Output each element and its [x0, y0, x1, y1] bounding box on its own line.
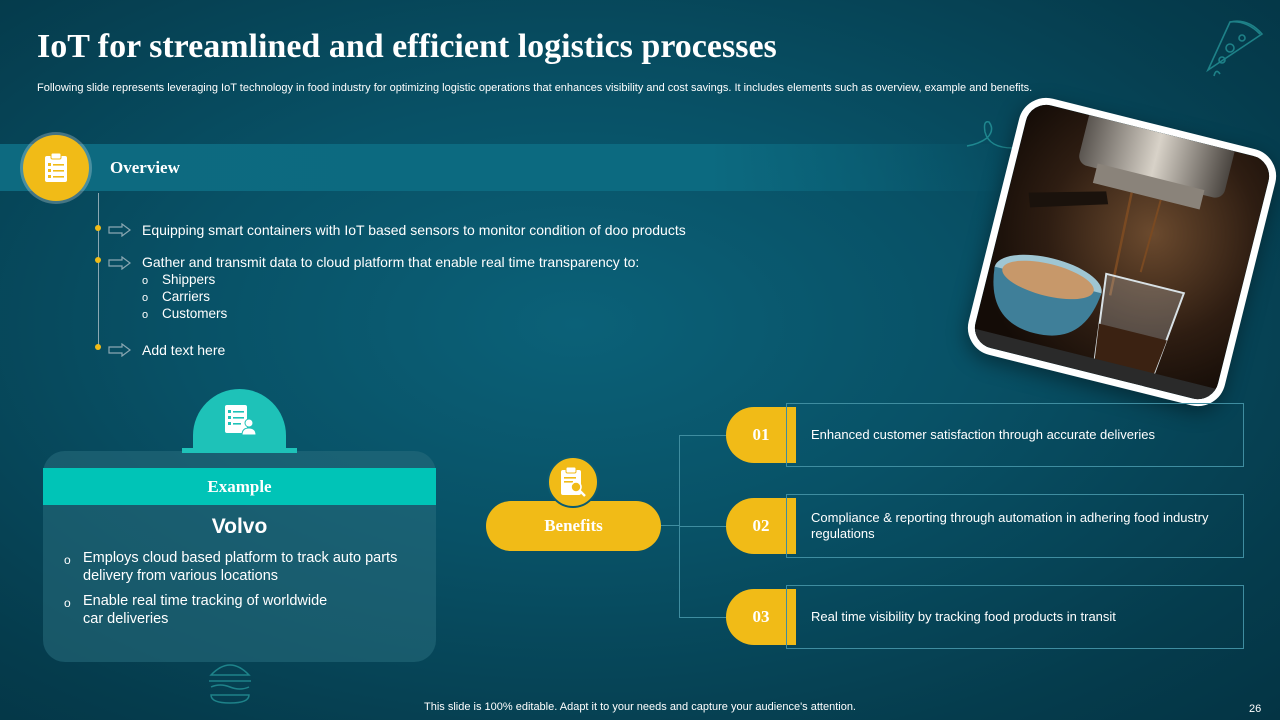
footer-note: This slide is 100% editable. Adapt it to… — [424, 701, 856, 713]
pizza-slice-icon — [1206, 20, 1264, 77]
document-user-icon — [225, 405, 257, 436]
benefits-heading: Benefits — [486, 501, 661, 551]
overview-band — [0, 144, 1010, 191]
benefit-number: 03 — [726, 589, 796, 645]
example-company-name: Volvo — [211, 515, 268, 538]
benefit-item: Real time visibility by tracking food pr… — [786, 585, 1244, 649]
arrow-right-icon — [108, 223, 131, 237]
example-bullet: o — [64, 596, 71, 610]
overview-item: Equipping smart containers with IoT base… — [142, 222, 686, 238]
overview-badge — [23, 135, 89, 201]
example-heading: Example — [43, 468, 436, 505]
example-dome-base — [182, 448, 297, 453]
page-number: 26 — [1249, 703, 1262, 715]
slide-title: IoT for streamlined and efficient logist… — [37, 28, 777, 65]
slide-subtitle: Following slide represents leveraging Io… — [37, 82, 1033, 94]
arrow-right-icon — [108, 256, 131, 270]
benefit-number: 02 — [726, 498, 796, 554]
overview-timeline — [98, 193, 99, 349]
benefit-text: Compliance & reporting through automatio… — [811, 510, 1209, 541]
benefit-text: Enhanced customer satisfaction through a… — [811, 427, 1155, 442]
burger-icon — [209, 664, 251, 704]
overview-item: Gather and transmit data to cloud platfo… — [142, 254, 640, 270]
timeline-dot — [95, 344, 101, 350]
example-item: Enable real time tracking of worldwide c… — [83, 593, 328, 627]
benefits-connector — [679, 435, 727, 436]
benefits-badge — [547, 456, 599, 508]
example-bullet: o — [64, 553, 71, 567]
benefits-connector — [679, 526, 727, 527]
benefit-text: Real time visibility by tracking food pr… — [811, 609, 1116, 624]
arrow-right-icon — [108, 343, 131, 357]
example-item: Employs cloud based platform to track au… — [83, 550, 398, 584]
espresso-machine-photo — [961, 91, 1280, 413]
clipboard-search-icon — [561, 467, 586, 497]
timeline-dot — [95, 257, 101, 263]
example-icon-dome — [193, 389, 286, 451]
benefit-item: Compliance & reporting through automatio… — [786, 494, 1244, 558]
checklist-icon — [45, 153, 67, 182]
overview-item: Add text here — [142, 342, 226, 358]
benefits-connector — [660, 525, 680, 526]
benefits-connector — [679, 617, 727, 618]
benefit-item: Enhanced customer satisfaction through a… — [786, 403, 1244, 467]
benefit-number: 01 — [726, 407, 796, 463]
overview-heading: Overview — [110, 158, 180, 177]
timeline-dot — [95, 225, 101, 231]
squiggle-decoration — [966, 120, 1014, 149]
